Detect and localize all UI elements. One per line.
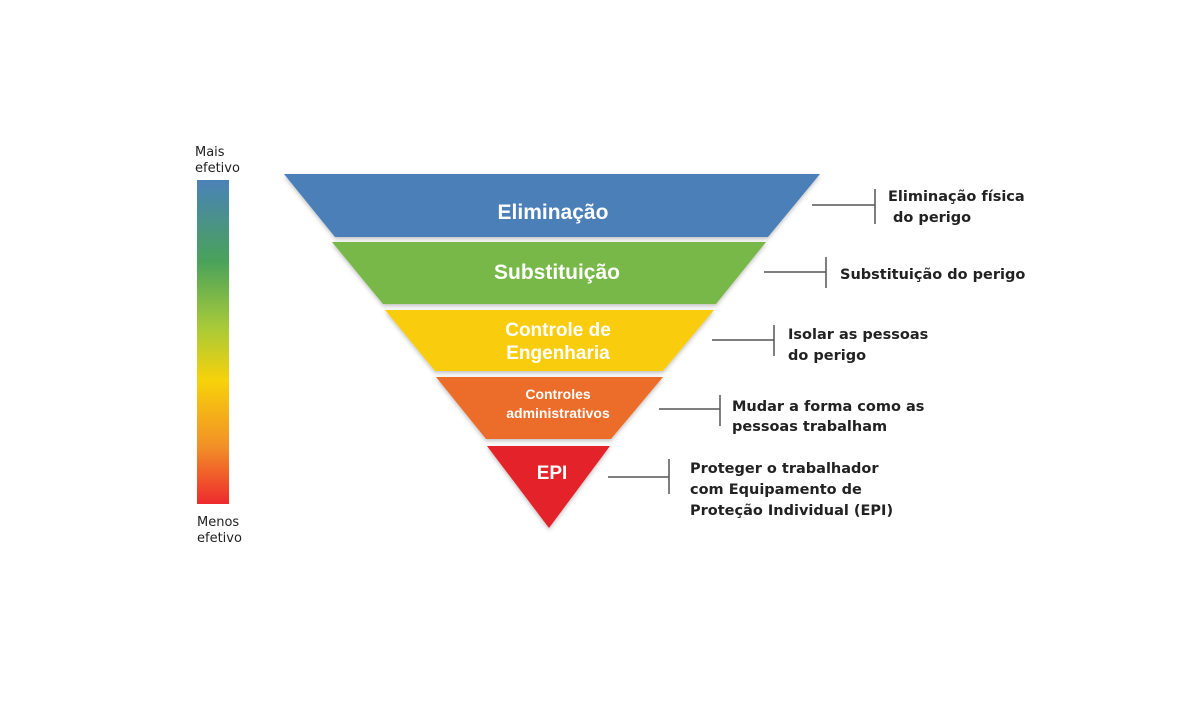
- level-epi-band: [487, 446, 610, 528]
- scale-top-label-line1: Mais: [195, 145, 225, 160]
- level-eliminacao-band: [284, 174, 820, 237]
- connector-epi: [608, 459, 670, 494]
- level-engenharia-band: [385, 310, 714, 371]
- level-eliminacao-label: Eliminação: [498, 201, 609, 224]
- connector-substituicao: [764, 257, 827, 288]
- description-eliminacao-line1: Eliminação física: [888, 189, 1025, 205]
- scale-bottom-label-line1: Menos: [197, 515, 239, 530]
- effectiveness-scale: Mais efetivo Menos efetivo: [195, 145, 242, 546]
- level-epi-label: EPI: [537, 463, 568, 484]
- level-substituicao-label: Substituição: [494, 261, 620, 284]
- level-substituicao-band: [332, 242, 766, 304]
- description-eliminacao-line2: do perigo: [888, 210, 971, 226]
- description-engenharia-line2: do perigo: [788, 348, 866, 364]
- pyramid: [284, 174, 820, 528]
- descriptions: Eliminação física do perigo Substituição…: [608, 189, 1025, 519]
- level-administrativos-label-line2: administrativos: [506, 405, 610, 421]
- description-administrativos-line2: pessoas trabalham: [732, 419, 887, 435]
- description-engenharia-line1: Isolar as pessoas: [788, 327, 928, 343]
- level-engenharia-label-line1: Controle de: [505, 320, 611, 341]
- level-labels: Eliminação Substituição Controle de Enge…: [494, 201, 620, 484]
- description-epi-line3: Proteção Individual (EPI): [690, 503, 893, 519]
- effectiveness-gradient-bar: [197, 180, 229, 504]
- scale-top-label-line2: efetivo: [195, 161, 240, 176]
- description-epi-line1: Proteger o trabalhador: [690, 461, 879, 477]
- level-administrativos-label-line1: Controles: [525, 386, 591, 402]
- scale-bottom-label-line2: efetivo: [197, 531, 242, 546]
- level-engenharia-label-line2: Engenharia: [506, 343, 610, 364]
- connector-administrativos: [659, 395, 721, 426]
- connector-eliminacao: [812, 189, 876, 224]
- connector-engenharia: [712, 325, 775, 356]
- level-administrativos-band: [436, 377, 663, 439]
- description-administrativos-line1: Mudar a forma como as: [732, 399, 924, 415]
- description-epi-line2: com Equipamento de: [690, 482, 862, 498]
- description-substituicao-line1: Substituição do perigo: [840, 267, 1025, 283]
